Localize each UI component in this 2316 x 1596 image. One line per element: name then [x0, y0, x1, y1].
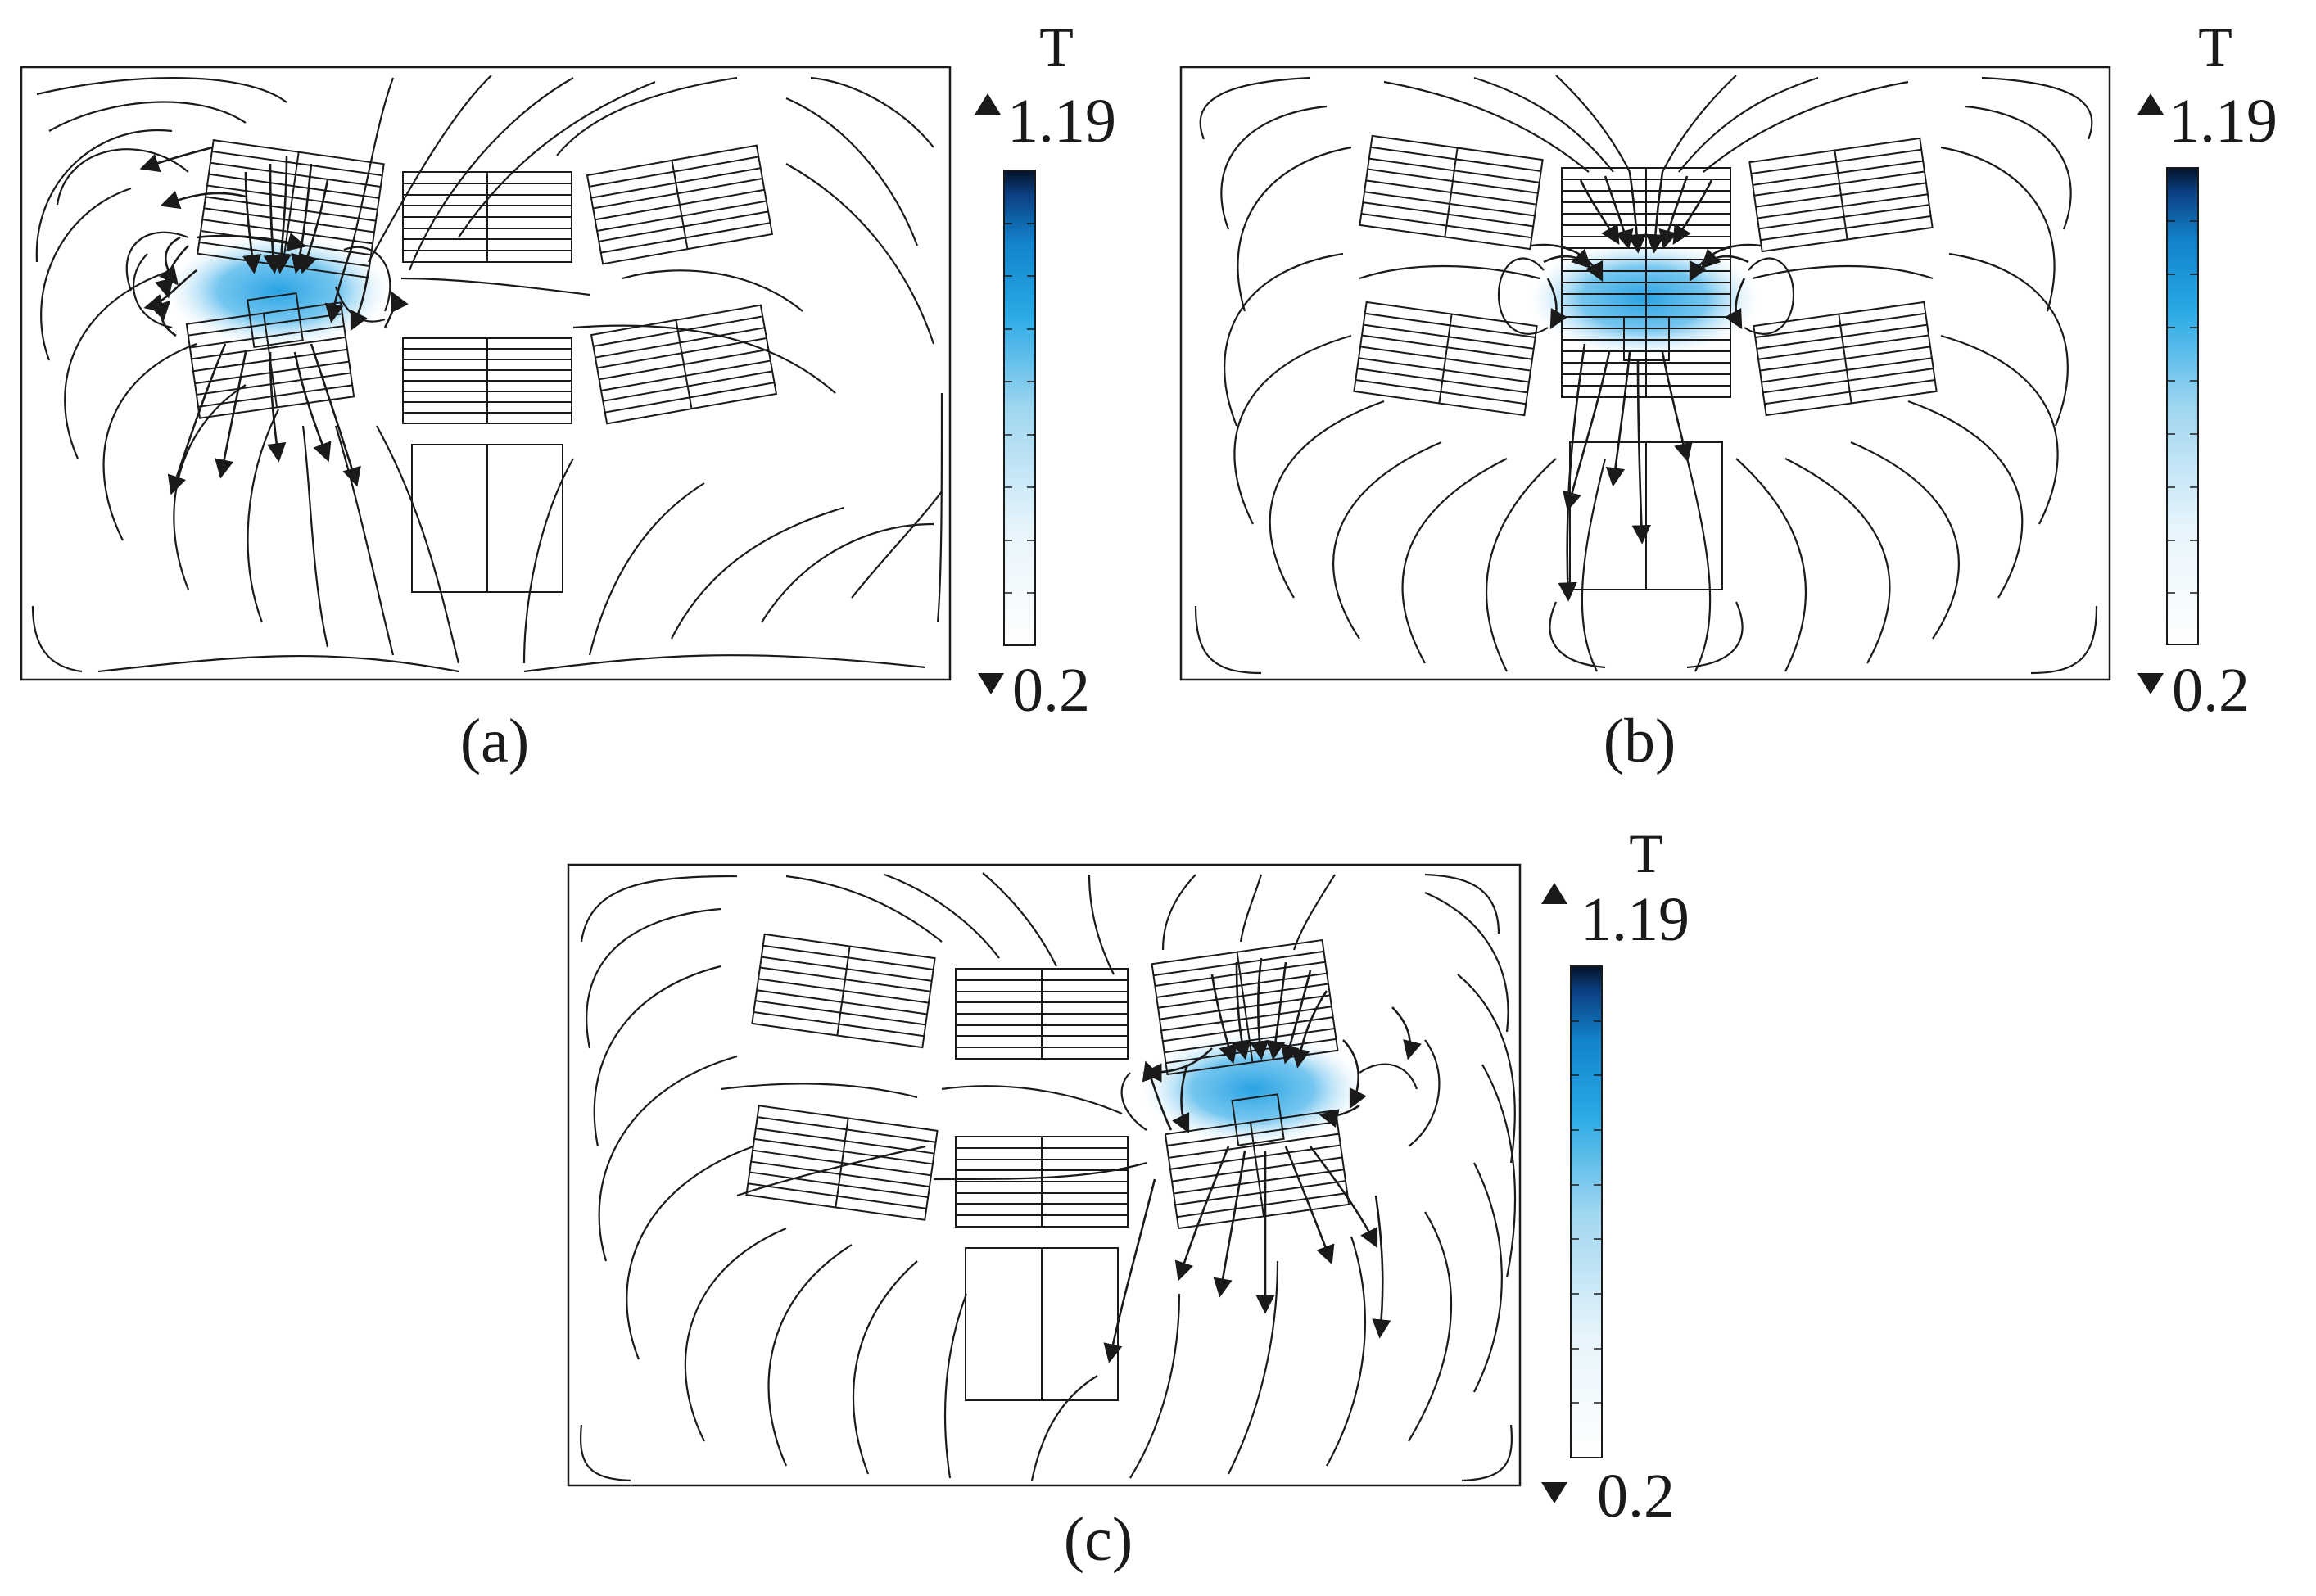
min-marker-icon — [2137, 673, 2164, 694]
receiver-center — [1231, 1093, 1285, 1146]
panel-b — [1179, 66, 2111, 681]
coil — [590, 304, 778, 425]
domain-border-c — [567, 863, 1522, 1487]
caption-c: (c) — [1064, 1505, 1133, 1574]
field-lines-a — [31, 75, 943, 673]
receiver-coil — [411, 444, 563, 593]
caption-a: (a) — [460, 707, 529, 775]
min-marker-icon — [1541, 1482, 1567, 1503]
colorbar-unit-label: T — [1039, 16, 1074, 78]
coil-array-b — [1353, 134, 1938, 590]
coil — [955, 968, 1129, 1060]
colorbar-min-label: 0.2 — [1012, 656, 1090, 725]
arrow-lines-c — [1103, 957, 1422, 1363]
colorbar-unit-label: T — [1629, 822, 1663, 884]
colorbar-c: T 1.19 0.2 — [1541, 822, 1690, 1530]
coil — [1353, 301, 1538, 417]
coil — [402, 337, 572, 424]
coil — [1164, 1109, 1350, 1230]
colorbar-ticks — [1571, 1020, 1602, 1404]
coil-array-a — [185, 138, 778, 593]
domain-border-b — [1179, 66, 2111, 681]
max-marker-icon — [975, 93, 1001, 115]
domain-border-a — [20, 66, 952, 681]
min-marker-icon — [978, 673, 1004, 694]
colorbar-gradient — [1570, 965, 1603, 1458]
field-lines-b — [1194, 75, 2098, 675]
max-marker-icon — [1541, 883, 1567, 904]
coil — [1753, 301, 1938, 417]
hot-region-a — [168, 235, 389, 346]
receiver-center — [1623, 316, 1670, 361]
colorbar-max-label: 1.19 — [1581, 885, 1690, 954]
coil — [745, 1105, 939, 1221]
coil — [1748, 137, 1934, 253]
coil — [1359, 134, 1544, 251]
max-marker-icon — [2137, 93, 2164, 115]
colorbar-ticks — [1004, 223, 1035, 594]
receiver-coil — [1569, 441, 1723, 590]
colorbar-min-label: 0.2 — [2172, 656, 2250, 725]
coil — [586, 144, 774, 265]
field-lines-c — [580, 872, 1517, 1482]
colorbar-gradient — [2166, 167, 2199, 645]
panel-c — [567, 863, 1522, 1487]
colorbar-min-label: 0.2 — [1597, 1462, 1675, 1530]
arrow-lines-b — [1531, 171, 1762, 602]
colorbar-ticks — [2167, 220, 2198, 594]
colorbar-max-label: 1.19 — [2169, 87, 2278, 156]
coil-array-c — [745, 933, 1350, 1401]
receiver-center — [247, 292, 304, 349]
colorbar-b: T 1.19 0.2 — [2137, 16, 2278, 725]
caption-b: (b) — [1604, 707, 1676, 775]
arrow-lines-a — [139, 146, 409, 495]
coil — [955, 1136, 1129, 1228]
coil — [751, 933, 936, 1049]
colorbar-max-label: 1.19 — [1007, 87, 1116, 156]
colorbar-gradient — [1003, 170, 1036, 646]
panel-a — [20, 66, 952, 681]
colorbar-unit-label: T — [2198, 16, 2232, 78]
coil — [1561, 167, 1731, 398]
colorbar-a: T 1.19 0.2 — [975, 16, 1116, 725]
coil — [402, 171, 572, 263]
